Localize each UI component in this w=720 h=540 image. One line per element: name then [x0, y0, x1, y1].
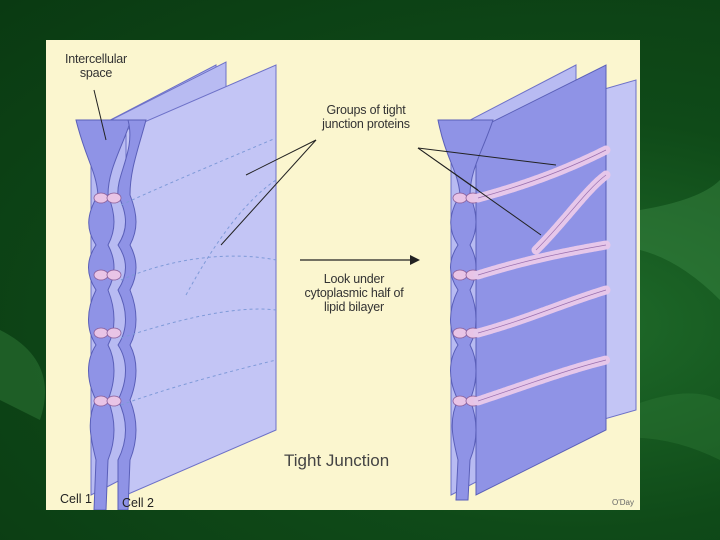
diagram-panel: Intercellular space Groups of tight junc… — [46, 40, 640, 510]
credit-text: O'Day — [612, 498, 634, 507]
diagram-title: Tight Junction — [284, 451, 390, 470]
tight-junction-diagram — [75, 61, 637, 510]
label-intercellular-space: Intercellular space — [64, 52, 127, 80]
label-cell-1: Cell 1 — [60, 492, 92, 506]
label-look-under: Look under cytoplasmic half of lipid bil… — [304, 272, 404, 314]
arrow-right — [300, 255, 420, 265]
right-membrane-view — [417, 64, 637, 501]
left-membrane-view — [75, 61, 317, 510]
label-cell-2: Cell 2 — [122, 496, 154, 510]
label-groups-proteins: Groups of tight junction proteins — [322, 103, 410, 131]
